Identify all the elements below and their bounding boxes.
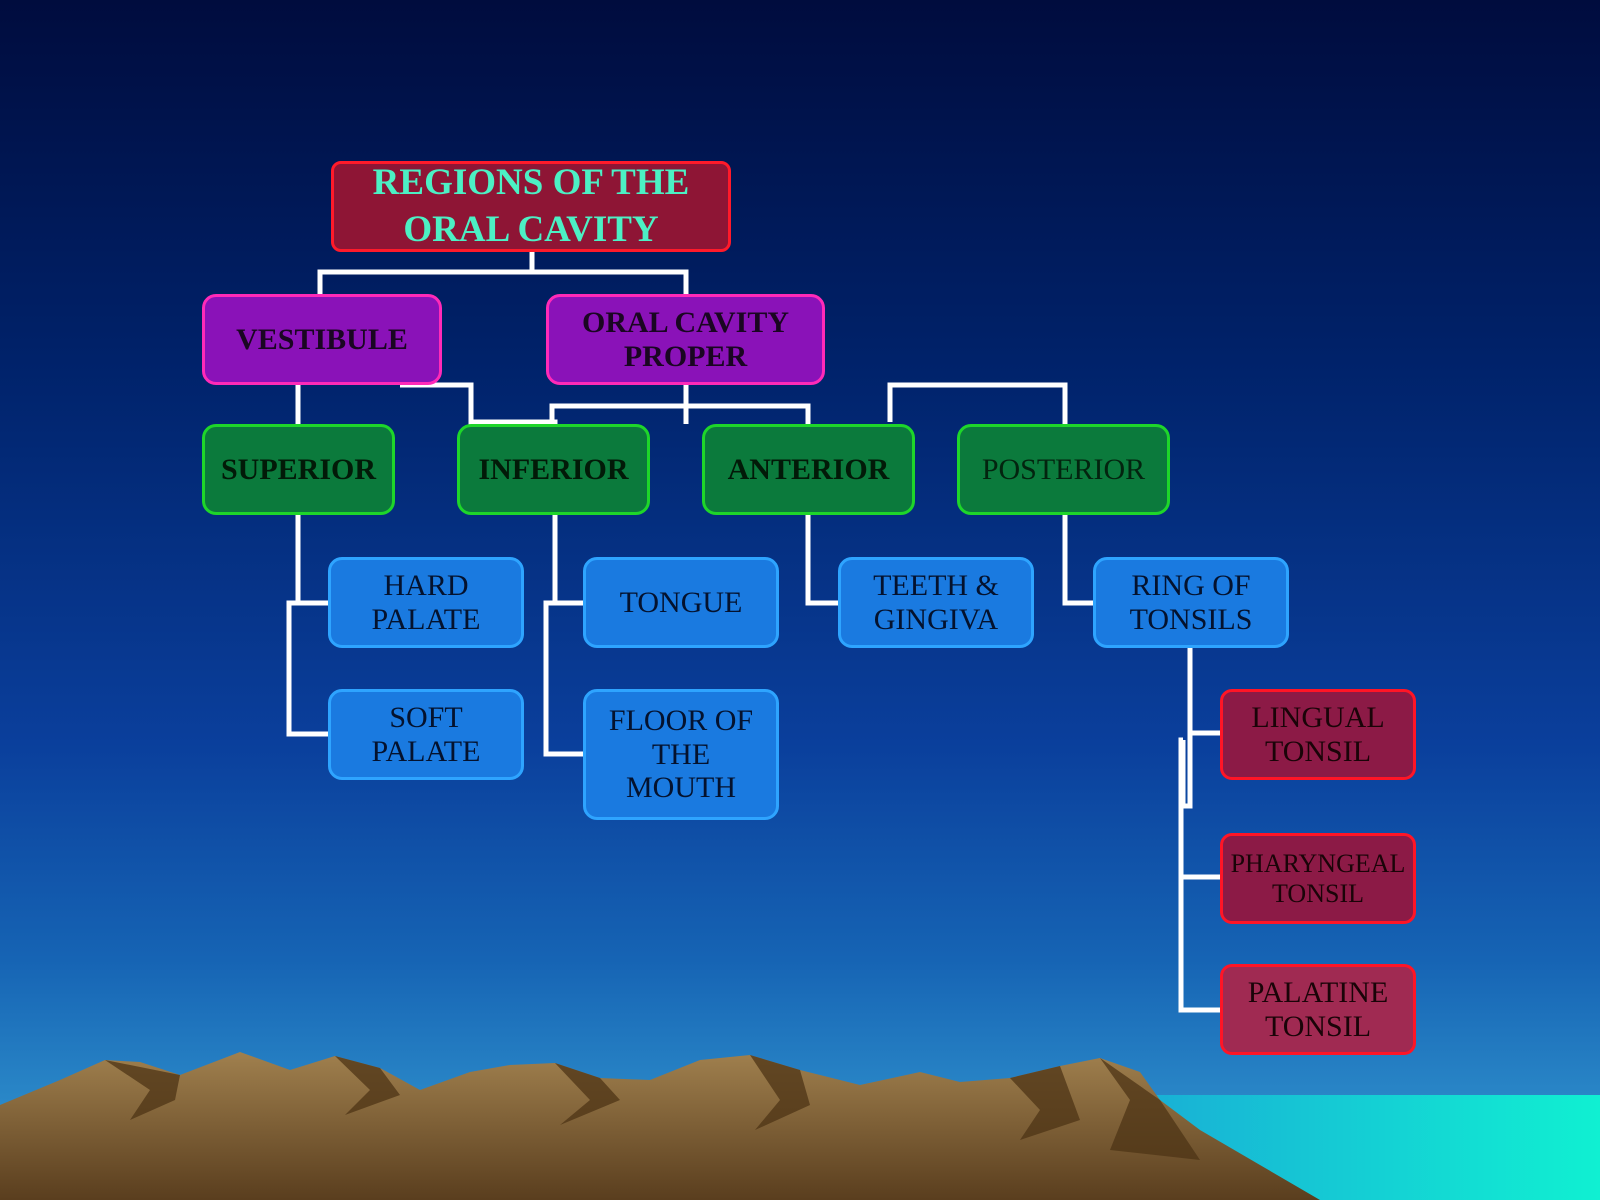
tonsil-palatine: PALATINE TONSIL <box>1220 964 1416 1055</box>
region-proper-label: ORAL CAVITY PROPER <box>582 305 789 373</box>
lingual-tonsil-label: LINGUAL TONSIL <box>1251 700 1385 768</box>
mountain-range <box>0 1052 1320 1200</box>
tonsil-pharyngeal: PHARYNGEAL TONSIL <box>1220 833 1416 924</box>
title-box: REGIONS OF THE ORAL CAVITY <box>331 161 731 252</box>
region-vestibule-label: VESTIBULE <box>236 322 408 356</box>
wall-inferior-label: INFERIOR <box>478 452 629 486</box>
tongue-label: TONGUE <box>619 585 743 619</box>
hard-palate-label: HARD PALATE <box>371 568 481 636</box>
tonsil-lingual: LINGUAL TONSIL <box>1220 689 1416 780</box>
floor-of-mouth-label: FLOOR OF THE MOUTH <box>608 704 754 805</box>
part-ring-of-tonsils: RING OF TONSILS <box>1093 557 1289 648</box>
diagram-title: REGIONS OF THE ORAL CAVITY <box>372 162 690 250</box>
wall-superior: SUPERIOR <box>202 424 395 515</box>
part-soft-palate: SOFT PALATE <box>328 689 524 780</box>
teeth-gingiva-label: TEETH & GINGIVA <box>873 568 999 636</box>
mountain-shadows <box>105 1055 1200 1160</box>
wall-superior-label: SUPERIOR <box>220 452 377 486</box>
part-floor-of-the-mouth: FLOOR OF THE MOUTH <box>583 689 779 820</box>
palatine-tonsil-label: PALATINE TONSIL <box>1247 975 1389 1043</box>
connector-lines <box>286 250 1222 1013</box>
part-teeth-gingiva: TEETH & GINGIVA <box>838 557 1034 648</box>
wall-anterior: ANTERIOR <box>702 424 915 515</box>
wall-anterior-label: ANTERIOR <box>727 452 890 486</box>
wall-inferior: INFERIOR <box>457 424 650 515</box>
part-hard-palate: HARD PALATE <box>328 557 524 648</box>
region-vestibule: VESTIBULE <box>202 294 442 385</box>
soft-palate-label: SOFT PALATE <box>371 700 481 768</box>
part-tongue: TONGUE <box>583 557 779 648</box>
pharyngeal-tonsil-label: PHARYNGEAL TONSIL <box>1230 849 1406 908</box>
ring-of-tonsils-label: RING OF TONSILS <box>1129 568 1253 636</box>
wall-posterior-label: POSTERIOR <box>981 452 1146 486</box>
wall-posterior: POSTERIOR <box>957 424 1170 515</box>
region-oral-cavity-proper: ORAL CAVITY PROPER <box>546 294 825 385</box>
